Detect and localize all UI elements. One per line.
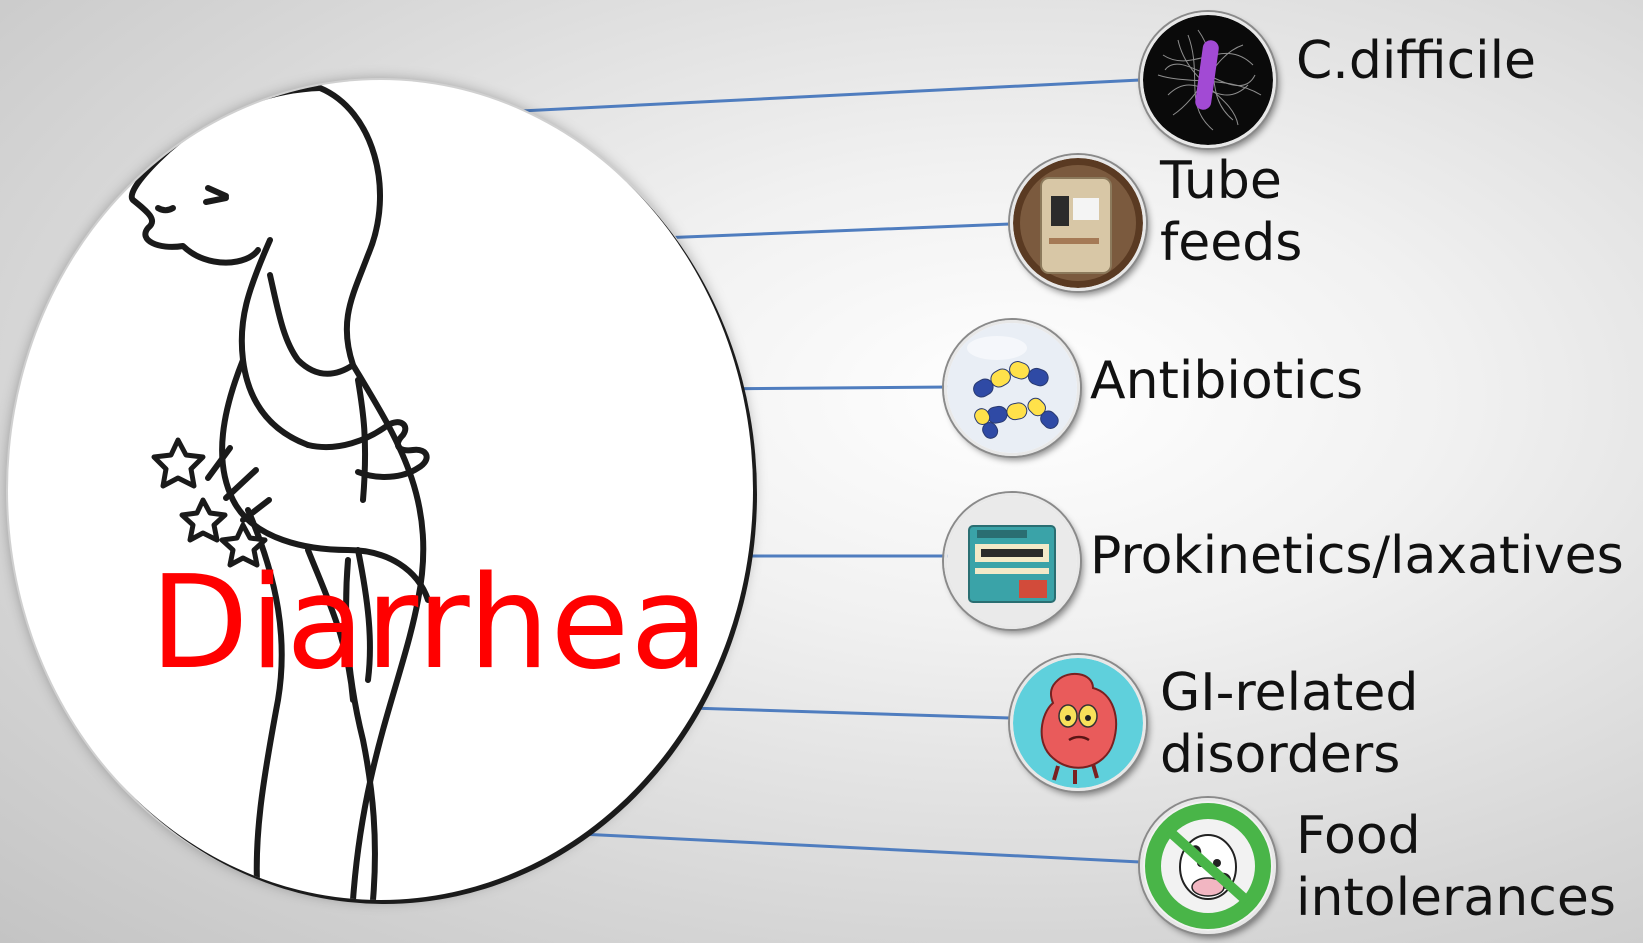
cause-tube-feeds: Tube feeds — [1160, 150, 1302, 274]
cause-gi-related-disorders-line-2: disorders — [1160, 724, 1418, 786]
cause-food-intolerances-line-1: Food — [1296, 805, 1616, 867]
capsules-icon — [944, 320, 1080, 456]
cause-tube-feeds-line-2: feeds — [1160, 212, 1302, 274]
cause-antibiotics: Antibiotics — [1090, 350, 1363, 412]
diarrhea-illustration-circle — [8, 80, 753, 900]
cause-prokinetics-laxatives: Prokinetics/laxatives — [1090, 525, 1624, 587]
cause-gi-related-disorders-line-1: GI-related — [1160, 662, 1418, 724]
feeding-bag-icon — [1010, 155, 1146, 291]
cause-c-difficile: C.difficile — [1296, 30, 1536, 92]
cause-c-difficile-line-1: C.difficile — [1296, 30, 1536, 92]
diagram-title: Diarrhea — [150, 560, 710, 688]
cause-gi-related-disorders: GI-related disorders — [1160, 662, 1418, 786]
cause-food-intolerances: Food intolerances — [1296, 805, 1616, 929]
cause-antibiotics-line-1: Antibiotics — [1090, 350, 1363, 412]
cause-food-intolerances-line-2: intolerances — [1296, 867, 1616, 929]
bacterium-icon — [1140, 12, 1276, 148]
no-dairy-cow-icon — [1140, 798, 1276, 934]
stomach-character-icon — [1010, 655, 1146, 791]
stomachache-person-icon — [8, 80, 753, 900]
laxative-box-icon — [944, 493, 1080, 629]
cause-tube-feeds-line-1: Tube — [1160, 150, 1302, 212]
cause-prokinetics-laxatives-line-1: Prokinetics/laxatives — [1090, 525, 1624, 587]
